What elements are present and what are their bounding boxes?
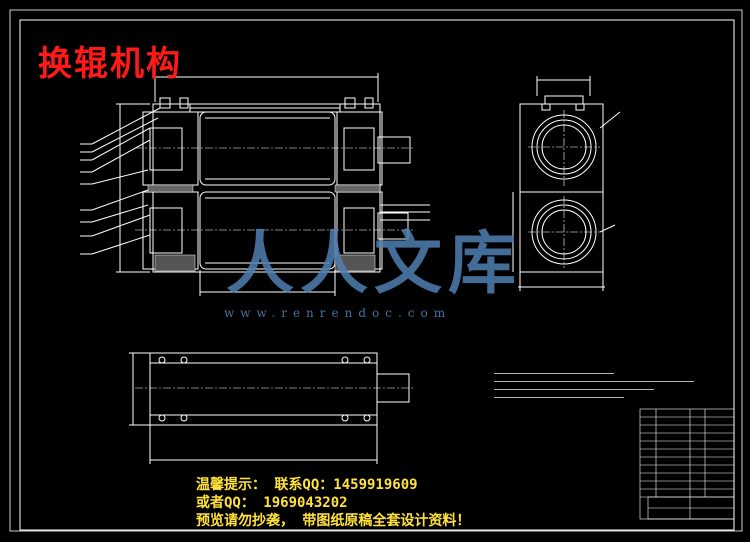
title-block [639,408,735,520]
inner-frame [19,19,735,531]
contact-tip-line3: 预览请勿抄袭， 带图纸原稿全套设计资料！ [196,513,471,529]
watermark-logo-text: 人人文库 [226,225,523,304]
contact-tip-line2: 或者QQ： 1969043202 [196,495,348,511]
outer-frame [9,9,743,532]
front-view [80,73,430,296]
technical-notes [494,368,694,398]
side-view [512,76,621,291]
watermark-url: www.renrendoc.com [224,306,452,320]
top-view [129,352,415,464]
drawing-title: 换辊机构 [38,44,182,84]
contact-tip-line1: 温馨提示： 联系QQ：1459919609 [196,477,418,493]
